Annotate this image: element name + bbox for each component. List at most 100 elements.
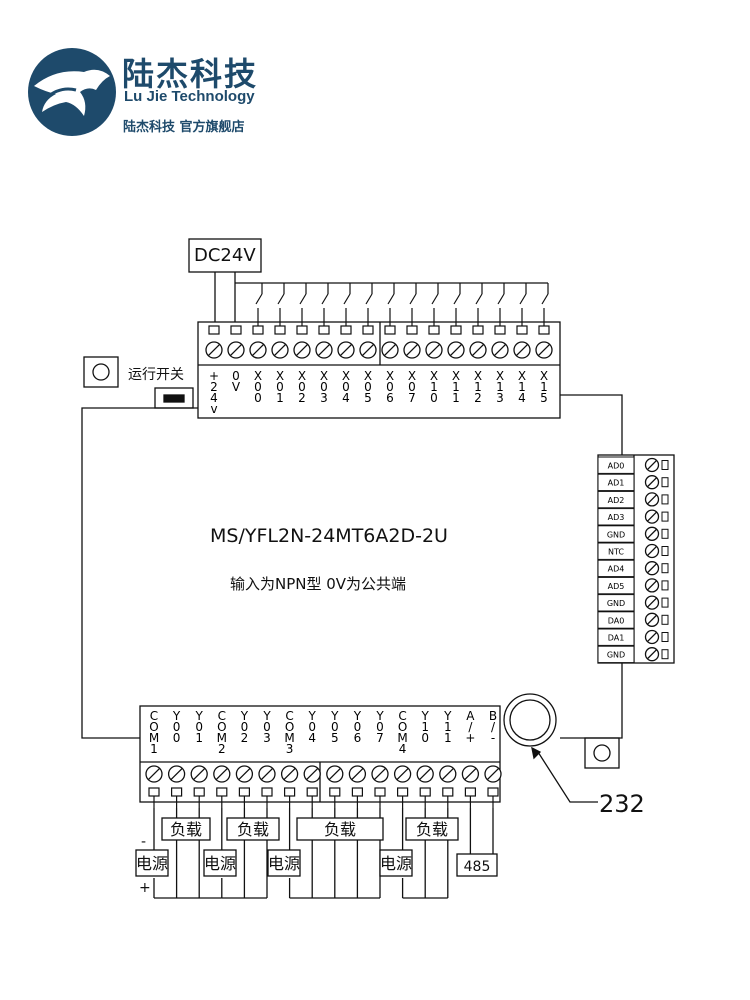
analog-terminal-label: NTC (608, 548, 624, 557)
power-supply-box: 电源 (379, 849, 413, 877)
analog-terminal: DA0 (597, 611, 669, 629)
input-switch (343, 283, 351, 326)
board-outline (81, 407, 198, 739)
rs232-label: 232 (599, 790, 645, 818)
analog-terminal-label: GND (607, 651, 625, 660)
plus-sign: + (139, 880, 151, 896)
minus-sign: - (141, 834, 146, 850)
load-box: 负载 (296, 817, 384, 841)
analog-terminal: GND (597, 525, 669, 543)
load-box: 负载 (405, 817, 459, 841)
top-terminal-block (197, 321, 561, 419)
input-switch (299, 283, 307, 326)
analog-terminal: AD1 (597, 473, 669, 492)
analog-terminal-label: AD2 (608, 496, 625, 505)
analog-terminal-label: DA1 (608, 634, 625, 643)
load-box: 负载 (161, 817, 211, 841)
analog-terminal-label: GND (607, 599, 625, 608)
analog-terminal: AD4 (597, 559, 669, 578)
svg-text:电源: 电源 (204, 854, 236, 873)
bottom-terminal: B/- (484, 709, 502, 808)
analog-terminal-label: AD4 (608, 565, 625, 574)
input-switch (409, 283, 417, 326)
svg-text:电源: 电源 (136, 854, 168, 873)
analog-terminal-label: GND (607, 530, 625, 539)
power-supply-box: 电源 (203, 849, 237, 877)
input-switch (431, 283, 439, 326)
analog-terminal: NTC (597, 542, 669, 560)
input-type-note: 输入为NPN型 0V为公共端 (230, 575, 407, 593)
analog-terminal-label: AD0 (608, 462, 625, 471)
analog-terminal-label: AD1 (608, 479, 625, 488)
svg-text:电源: 电源 (380, 854, 412, 873)
run-switch-label: 运行开关 (128, 367, 184, 383)
input-switch (541, 283, 549, 326)
analog-terminal: GND (597, 594, 669, 612)
power-supply-box: 电源 (267, 849, 301, 877)
svg-text:电源: 电源 (268, 854, 300, 873)
svg-text:负载: 负载 (324, 820, 356, 839)
run-switch (154, 387, 194, 409)
power-supply-box: 电源 (135, 849, 169, 877)
analog-terminal-label: AD5 (608, 582, 625, 591)
input-switch (497, 283, 505, 326)
input-switch (321, 283, 329, 326)
bottom-terminal-label: B/- (489, 709, 497, 745)
analog-terminal: AD5 (597, 576, 669, 595)
input-switch (475, 283, 483, 326)
analog-terminal: AD3 (597, 508, 669, 526)
bottom-terminal-label: A/+ (465, 709, 475, 745)
input-switch (453, 283, 461, 326)
input-switch (255, 283, 263, 326)
brand-name-en: Lu Jie Technology (124, 88, 255, 105)
analog-terminal: DA1 (597, 628, 669, 646)
load-box: 负载 (226, 817, 280, 841)
brand-subtitle: 陆杰科技 官方旗舰店 (123, 120, 245, 135)
rs485-box: 485 (456, 853, 498, 877)
analog-terminal: AD0 (597, 456, 669, 474)
